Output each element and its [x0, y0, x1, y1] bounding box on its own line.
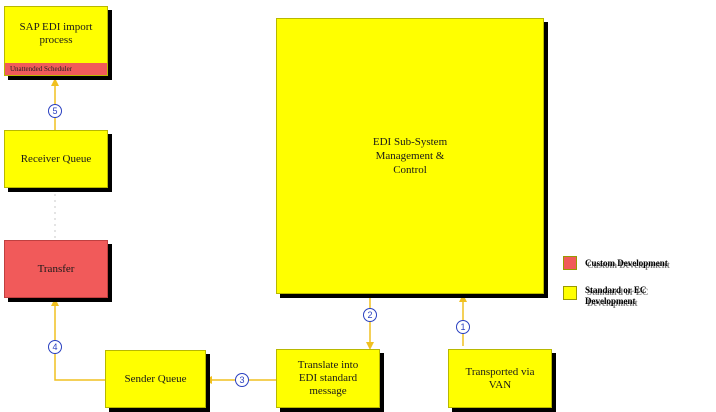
edi-subsystem-management-box: EDI Sub-System Management & Control	[276, 18, 544, 294]
step-marker-4: 4	[48, 340, 62, 354]
legend-custom-swatch	[563, 256, 577, 270]
step-marker-2: 2	[363, 308, 377, 322]
sap-edi-import-process-box: SAP EDI import process Unattended Schedu…	[4, 6, 108, 76]
legend-standard-swatch	[563, 286, 577, 300]
step-marker-1: 1	[456, 320, 470, 334]
transfer-box: Transfer	[4, 240, 108, 298]
sender-queue-label: Sender Queue	[124, 372, 187, 385]
transported-via-van-box: Transported via VAN	[448, 349, 552, 408]
sap-edi-import-process-label: SAP EDI import process	[19, 21, 93, 46]
transported-via-van-label: Transported via VAN	[465, 365, 535, 391]
translate-edi-message-box: Translate into EDI standard message	[276, 349, 380, 408]
unattended-scheduler-strip: Unattended Scheduler	[5, 63, 107, 75]
legend-standard-label: Standard or EC Development	[585, 285, 647, 306]
edi-subsystem-management-label: EDI Sub-System Management & Control	[372, 136, 448, 176]
receiver-queue-label: Receiver Queue	[20, 152, 92, 165]
step-marker-5: 5	[48, 104, 62, 118]
transfer-label: Transfer	[37, 262, 75, 275]
legend-custom-label: Custom Development	[585, 258, 668, 268]
connector-sender-to-transfer	[51, 298, 105, 381]
translate-edi-message-label: Translate into EDI standard message	[297, 359, 359, 397]
sender-queue-box: Sender Queue	[105, 350, 206, 408]
receiver-queue-box: Receiver Queue	[4, 130, 108, 188]
step-marker-3: 3	[235, 373, 249, 387]
